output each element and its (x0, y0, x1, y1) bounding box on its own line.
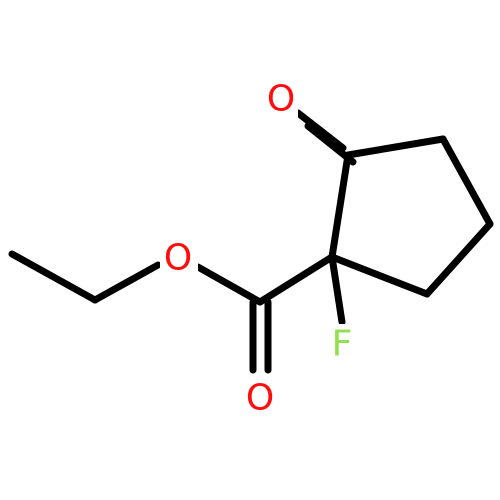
fluorine-label: F (332, 324, 353, 365)
bond-ketone-double-a (294, 109, 347, 152)
bond-o-carbonyl-c (194, 263, 264, 306)
bond-c2-c3 (344, 135, 447, 159)
bond-carbonyl-c-ring-c1 (256, 253, 336, 306)
bond-ch2-o (91, 261, 162, 304)
bond-ch3-ch2 (8, 250, 99, 304)
bond-c1-c2 (328, 151, 352, 261)
oxygen-carbonyl-label: O (246, 378, 274, 419)
bond-c3-c4 (439, 135, 494, 228)
atom-bg (160, 238, 198, 278)
atom-bg (326, 324, 358, 364)
bond-c4-c5 (423, 220, 494, 298)
bond-c5-c1 (328, 253, 431, 298)
atom-bg (262, 78, 298, 118)
bond-ketone-double-b (304, 122, 357, 166)
oxygen-ester-label: O (164, 238, 192, 279)
atom-bg (241, 378, 279, 418)
oxygen-ketone-label: O (267, 79, 295, 120)
bond-c1-f (328, 253, 346, 326)
